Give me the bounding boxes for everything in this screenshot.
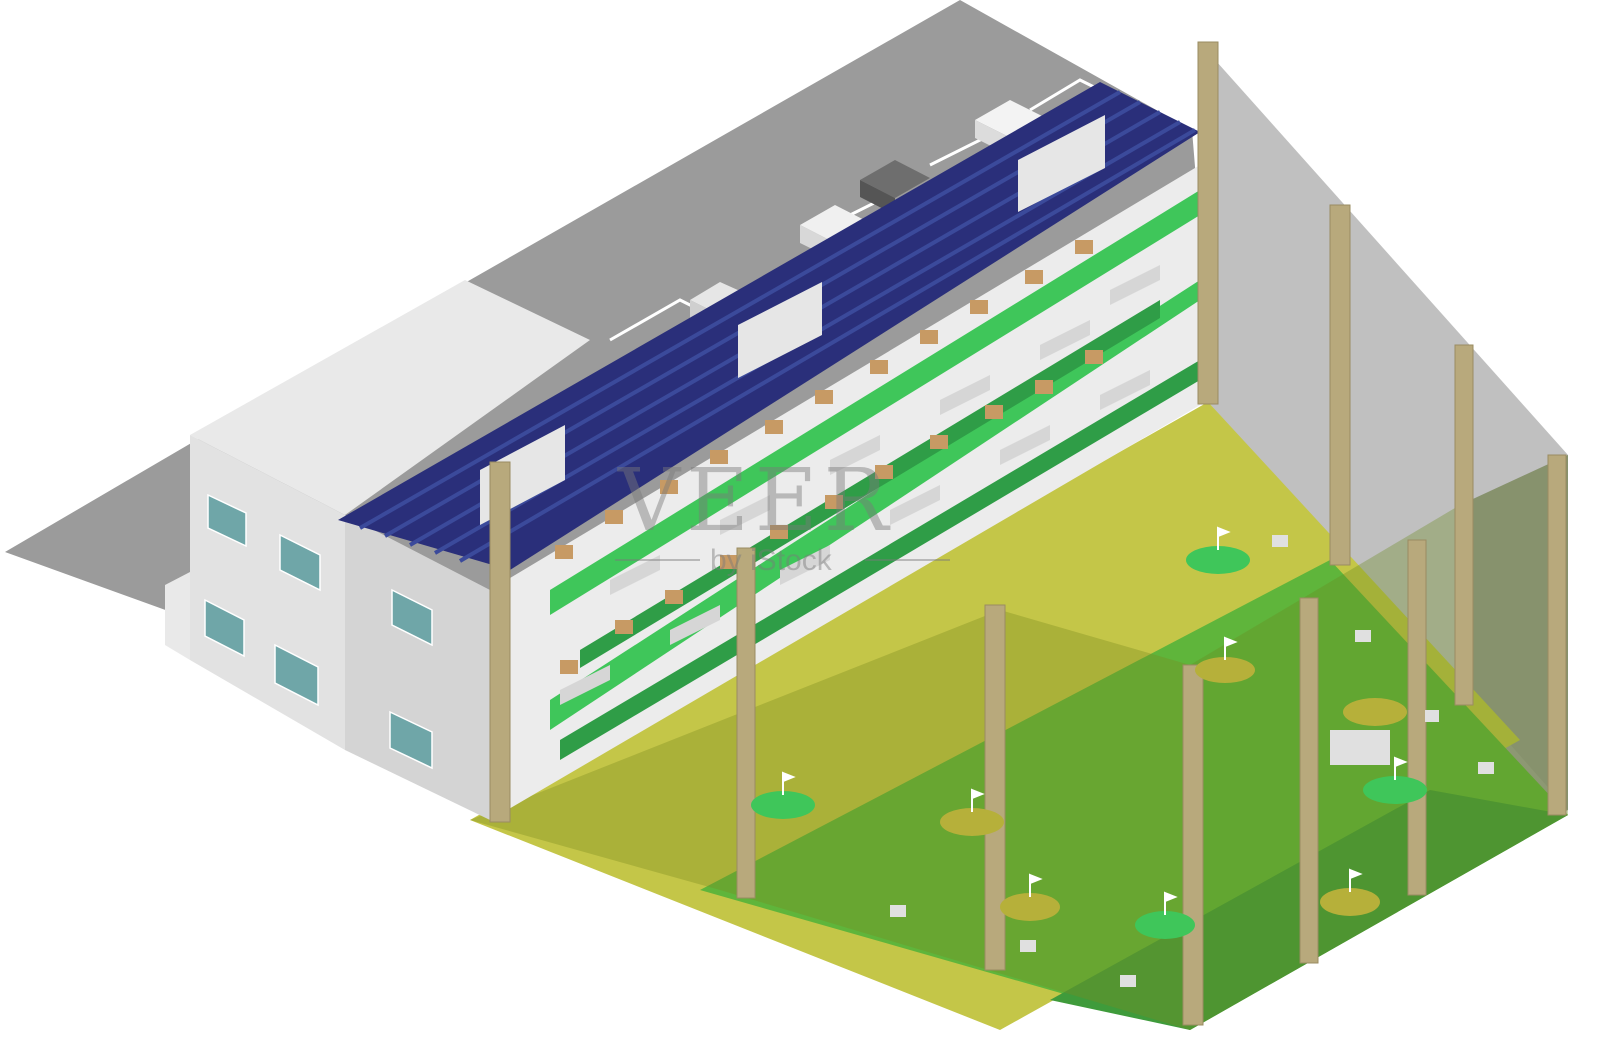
net-front [470, 610, 1190, 1030]
flags [782, 526, 1408, 915]
watermark-sub: by iStock [710, 544, 833, 577]
watermark: VEER by iStock [615, 451, 950, 577]
building-roof-left [190, 280, 590, 515]
building-front-right [345, 515, 490, 820]
chairs [555, 240, 1103, 674]
net-posts [489, 41, 1567, 1026]
building-windows [204, 493, 433, 770]
bay-dividers [560, 265, 1160, 705]
distance-signs [890, 535, 1494, 987]
watermark-main: VEER [617, 451, 894, 551]
target-greens [751, 546, 1427, 939]
entrance-canopy [165, 572, 190, 660]
